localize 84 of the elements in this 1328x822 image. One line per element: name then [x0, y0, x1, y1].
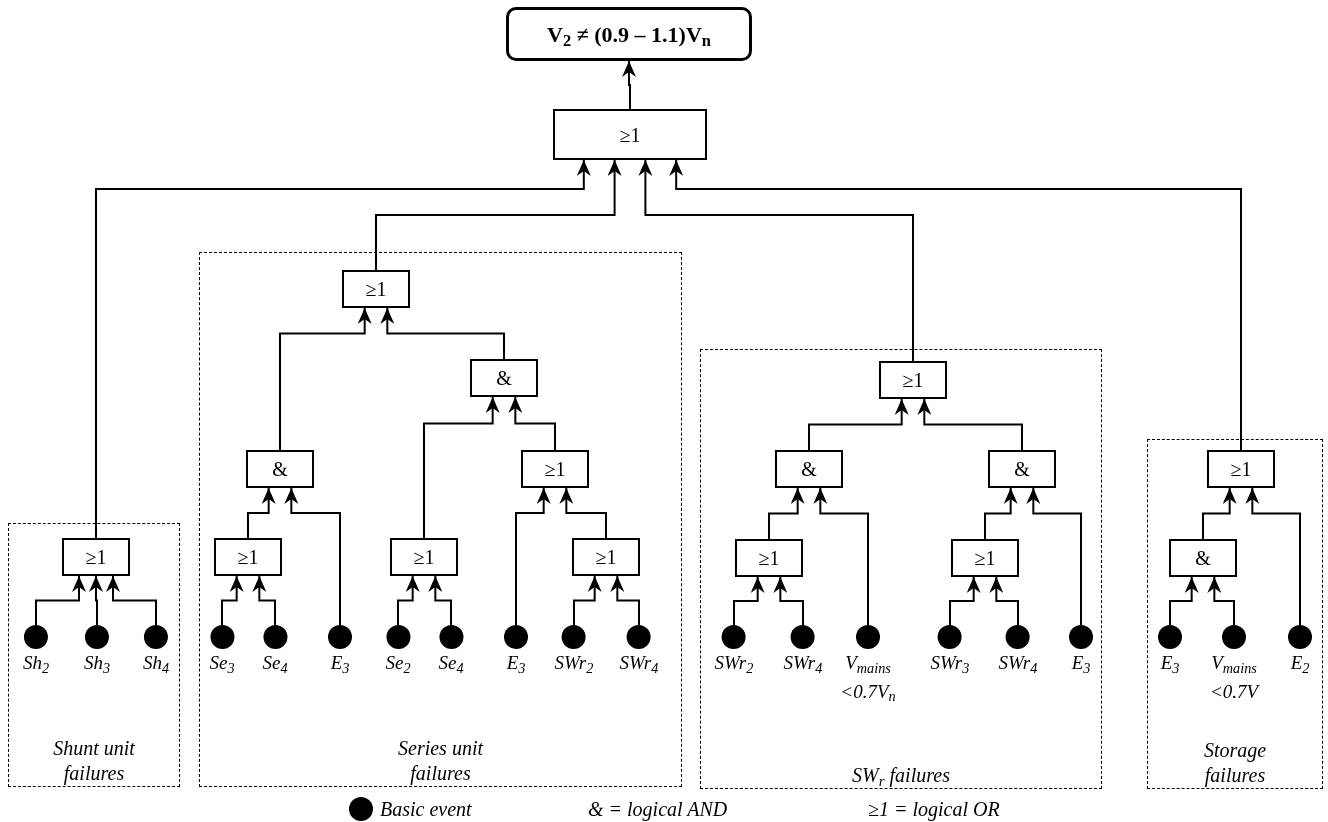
logic-gate: ≥1 [214, 538, 282, 576]
event-label: SWr$_{2}$ [554, 651, 594, 678]
connector-arrow [284, 487, 341, 626]
group-label: Storage failures [1202, 738, 1268, 788]
logic-gate: ≥1 [572, 538, 640, 576]
event-label: Se$_{3}$ [209, 651, 235, 678]
connector-arrow [768, 487, 805, 540]
connector-arrow [813, 487, 869, 626]
event-label: E$_{3}$ [330, 651, 350, 678]
connector-arrow [35, 575, 86, 626]
logic-gate: & [470, 359, 538, 397]
logic-gate: & [1169, 539, 1237, 577]
event-label: SWr$_{3}$ [930, 651, 970, 678]
event-label: E$_{3}$ [1160, 651, 1180, 678]
group-label: Series unit failures [397, 736, 485, 786]
connector-arrow [375, 159, 622, 271]
connector-arrow [733, 576, 765, 626]
group-frame [700, 349, 1102, 789]
group-label: SW$_{r}$ failures [851, 763, 951, 788]
connector-arrow [622, 60, 636, 110]
event-label: SWr$_{2}$ [714, 651, 754, 678]
event-label: Sh$_{4}$ [142, 651, 170, 678]
connector-arrow [1245, 487, 1301, 626]
connector-arrow [917, 398, 1023, 451]
logic-gate: ≥1 [521, 450, 589, 488]
group-frame [1147, 439, 1323, 789]
connector-arrow [984, 487, 1018, 540]
group-frame [8, 523, 180, 787]
connector-arrow [515, 487, 551, 626]
connector-arrow [89, 575, 103, 626]
event-label: Se$_{4}$ [262, 651, 288, 678]
connector-arrow [610, 575, 640, 626]
event-label: SWr$_{4}$ [619, 651, 659, 678]
logic-gate: ≥1 [1207, 450, 1275, 488]
logic-gate: ≥1 [342, 270, 410, 308]
event-label: V$_{mains}$ <0.7V$_{n}$ [839, 651, 897, 706]
connector-arrow [559, 487, 607, 539]
logic-gate: & [246, 450, 314, 488]
legend-note: & = logical AND [588, 797, 728, 821]
event-label: V$_{mains}$ <0.7V [1208, 651, 1261, 704]
legend-label: Basic event [380, 797, 472, 821]
logic-gate: & [988, 450, 1056, 488]
event-label: E$_{3}$ [506, 651, 526, 678]
logic-gate: ≥1 [879, 361, 947, 399]
connector-arrow [247, 487, 276, 539]
connector-arrow [252, 575, 276, 626]
connector-arrow [1202, 487, 1237, 540]
connector-arrow [380, 307, 505, 360]
group-label: Shunt unit failures [52, 736, 136, 786]
connector-arrow [949, 576, 981, 626]
logic-gate: ≥1 [735, 539, 803, 577]
event-label: E$_{3}$ [1071, 651, 1091, 678]
logic-gate: ≥1 [390, 538, 458, 576]
connector-arrow [1169, 576, 1199, 626]
legend-note: ≥1 = logical OR [868, 797, 1000, 821]
event-label: Se$_{4}$ [438, 651, 464, 678]
logic-gate: ≥1 [951, 539, 1019, 577]
connector-arrow [669, 159, 1242, 451]
connector-arrow [638, 159, 914, 362]
logic-gate: & [775, 450, 843, 488]
connector-arrow [573, 575, 602, 626]
logic-gate: ≥1 [62, 538, 130, 576]
connector-arrow [279, 307, 372, 451]
connector-arrow [508, 396, 556, 451]
event-label: Sh$_{2}$ [22, 651, 50, 678]
event-label: SWr$_{4}$ [783, 651, 823, 678]
connector-arrow [397, 575, 420, 626]
top-event-box: V$_{2}$ ≠ (0.9 – 1.1)V$_{n}$ [506, 7, 752, 61]
connector-arrow [989, 576, 1019, 626]
event-label: SWr$_{4}$ [998, 651, 1038, 678]
connector-arrow [221, 575, 244, 626]
group-frame [199, 252, 682, 787]
connector-arrow [808, 398, 909, 451]
connector-arrow [773, 576, 804, 626]
logic-gate: ≥1 [553, 109, 707, 160]
connector-arrow [1026, 487, 1082, 626]
event-label: Sh$_{3}$ [83, 651, 111, 678]
connector-arrow [106, 575, 157, 626]
connector-arrow [95, 159, 591, 539]
connector-arrow [428, 575, 452, 626]
connector-arrow [423, 396, 500, 539]
event-label: E$_{2}$ [1290, 651, 1310, 678]
event-label: Se$_{2}$ [385, 651, 411, 678]
connector-arrow [1207, 576, 1235, 626]
